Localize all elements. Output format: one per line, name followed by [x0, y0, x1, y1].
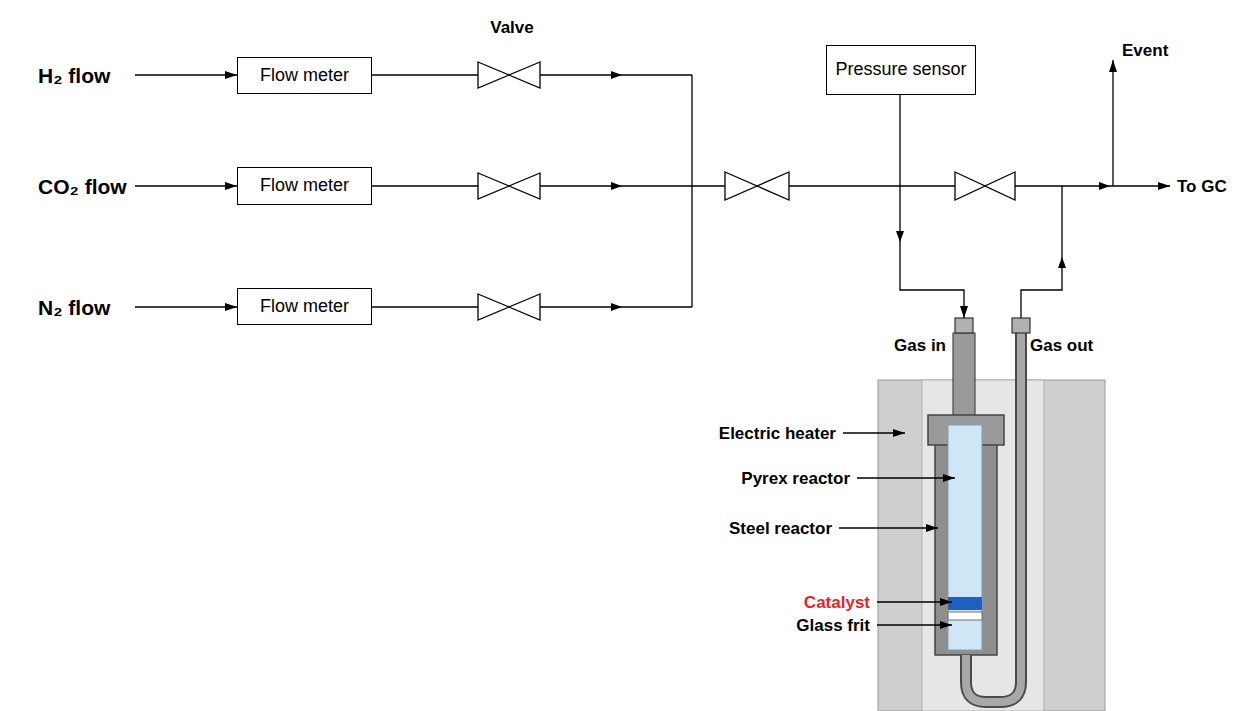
piping — [135, 60, 1170, 318]
label-text: Gas out — [1030, 336, 1093, 355]
part-label: Electric heater — [719, 425, 836, 442]
gas-feed-label: CO₂ flow — [38, 176, 127, 197]
label-text: Valve — [490, 18, 534, 37]
label-text: H₂ flow — [38, 64, 110, 87]
label-text: Gas in — [894, 336, 946, 355]
box-text: Flow meter — [260, 176, 349, 196]
box-text: Pressure sensor — [835, 60, 966, 80]
part-label: Steel reactor — [729, 520, 832, 537]
gas-feed-label: H₂ flow — [38, 65, 110, 86]
label-text: Steel reactor — [729, 519, 832, 538]
meter-box: Flow meter — [237, 167, 372, 205]
label-text: Pyrex reactor — [741, 469, 850, 488]
label-text: CO₂ flow — [38, 175, 127, 198]
meter-box: Flow meter — [237, 57, 372, 94]
label-text: To GC — [1177, 177, 1227, 196]
valve-label: Valve — [490, 19, 534, 36]
label-text: Glass frit — [796, 616, 870, 635]
valve-symbol — [478, 62, 1015, 320]
label-text: Event — [1122, 41, 1168, 60]
vent-label: Event — [1122, 42, 1168, 59]
label-text: N₂ flow — [38, 296, 110, 319]
flow-arrowheads — [611, 71, 1110, 311]
box-text: Flow meter — [260, 297, 349, 317]
label-text: Catalyst — [804, 593, 870, 612]
label-text: Electric heater — [719, 424, 836, 443]
part-label: Catalyst — [804, 594, 870, 611]
box-text: Flow meter — [260, 66, 349, 86]
inlet-label: Gas in — [894, 337, 946, 354]
gas-feed-label: N₂ flow — [38, 297, 110, 318]
reactor-illustration — [878, 318, 1105, 711]
part-label: Glass frit — [796, 617, 870, 634]
outlet-label: Gas out — [1030, 337, 1093, 354]
meter-box: Flow meter — [237, 288, 372, 325]
outlet-label: To GC — [1177, 178, 1227, 195]
sensor-box: Pressure sensor — [826, 45, 976, 95]
part-label: Pyrex reactor — [741, 470, 850, 487]
